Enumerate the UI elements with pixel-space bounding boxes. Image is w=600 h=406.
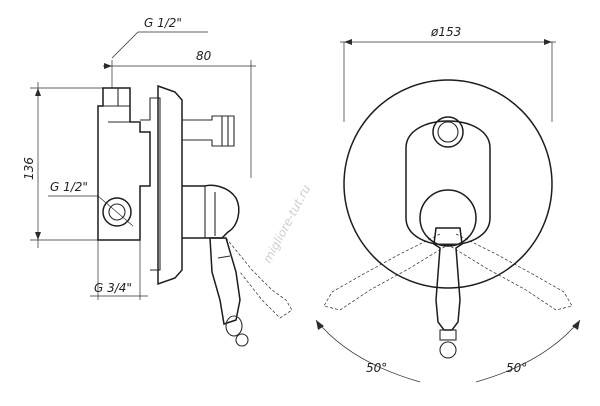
side-thread-label: G 1/2" (50, 180, 88, 194)
lever-right-position (449, 233, 573, 311)
lever-left-position (323, 233, 447, 311)
lever-handle-side (209, 237, 241, 325)
inner-oval (405, 120, 491, 246)
side-view: G 1/2" 80 136 G 1/2" G 3/4" (22, 16, 293, 347)
valve-body (97, 87, 151, 241)
angle-left-label: 50° (366, 361, 387, 375)
top-thread-label: G 1/2" (144, 16, 182, 30)
height-label: 136 (22, 157, 36, 180)
wall-plate-side (157, 84, 183, 286)
diameter-label: ø153 (430, 25, 461, 39)
lever-hub-side (182, 184, 240, 239)
front-wall-plate (343, 79, 553, 289)
front-view: ø153 50° 50° (315, 25, 581, 383)
angle-arc-left (315, 319, 421, 383)
angle-arc-right (475, 319, 581, 383)
watermark-text: migliore-tut.ru (260, 182, 313, 265)
side-outlet (102, 197, 132, 227)
bottom-thread-label: G 3/4" (94, 281, 132, 295)
diverter-knob-side (182, 115, 235, 147)
lever-hub-front (419, 189, 477, 247)
lever-handle-front (433, 227, 463, 331)
top-thread-leader (111, 31, 139, 59)
diverter-knob-front (432, 116, 464, 148)
depth-label: 80 (196, 49, 212, 63)
angle-right-label: 50° (506, 361, 527, 375)
